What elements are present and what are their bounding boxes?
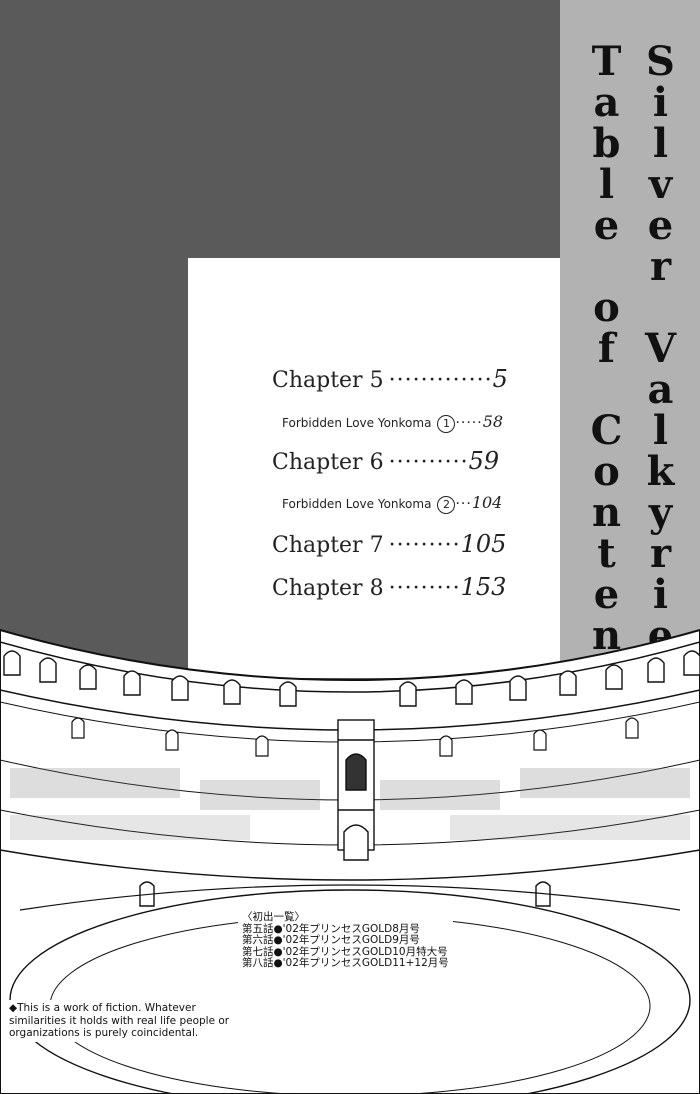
title-strip [560, 0, 700, 690]
toc-entry-chapter-6: Chapter 6 ··········59 [272, 447, 499, 475]
toc-entry-chapter-5: Chapter 5 ·············5 [272, 365, 508, 393]
toc-entry-page: 5 [492, 365, 508, 393]
circled-number: 2 [437, 496, 456, 514]
toc-entry-page: 58 [482, 412, 504, 431]
colosseum-illustration [0, 628, 700, 1094]
series-title-text: Silver Valkyries [637, 38, 684, 694]
toc-entry-label: Chapter 6 [272, 450, 384, 475]
toc-entry-label: Forbidden Love Yonkoma [282, 416, 432, 430]
toc-entry-label: Chapter 7 [272, 533, 384, 558]
toc-leader-dots: ········· [388, 533, 461, 558]
publication-line: 第五話●'02年プリンセスGOLD8月号 [242, 922, 420, 935]
toc-panel [188, 258, 560, 678]
toc-leader-dots: ·········· [388, 450, 469, 475]
toc-entry-page: 105 [460, 530, 507, 558]
toc-leader-dots: ····· [455, 415, 483, 431]
toc-entry-label: Chapter 8 [272, 576, 384, 601]
toc-entry-page: 104 [471, 493, 503, 512]
publication-line: 第六話●'02年プリンセスGOLD9月号 [242, 934, 420, 946]
publication-list: 〈初出一覧〉 第五話●'02年プリンセスGOLD8月号 第六話●'02年プリンセ… [238, 910, 453, 972]
toc-entry-label: Forbidden Love Yonkoma [282, 497, 432, 511]
toc-entry-yonkoma-1: Forbidden Love Yonkoma 1·····58 [282, 412, 503, 433]
toc-entry-yonkoma-2: Forbidden Love Yonkoma 2···104 [282, 493, 502, 514]
toc-leader-dots: ········· [388, 576, 461, 601]
toc-heading: Table of Contents [583, 38, 630, 735]
toc-entry-page: 59 [468, 447, 500, 475]
toc-leader-dots: ············· [388, 368, 493, 393]
publication-line: 第七話●'02年プリンセスGOLD10月特大号 [242, 945, 448, 958]
circled-number: 1 [437, 415, 456, 433]
toc-entry-chapter-7: Chapter 7 ·········105 [272, 530, 506, 558]
toc-leader-dots: ··· [455, 496, 472, 512]
toc-entry-page: 153 [460, 573, 507, 601]
publication-heading: 〈初出一覧〉 [242, 911, 305, 923]
publication-line: 第八話●'02年プリンセスGOLD11+12月号 [242, 957, 449, 969]
toc-entry-label: Chapter 5 [272, 368, 384, 393]
fiction-disclaimer: ◆This is a work of fiction. Whatever sim… [6, 1000, 244, 1042]
toc-entry-chapter-8: Chapter 8 ·········153 [272, 573, 506, 601]
